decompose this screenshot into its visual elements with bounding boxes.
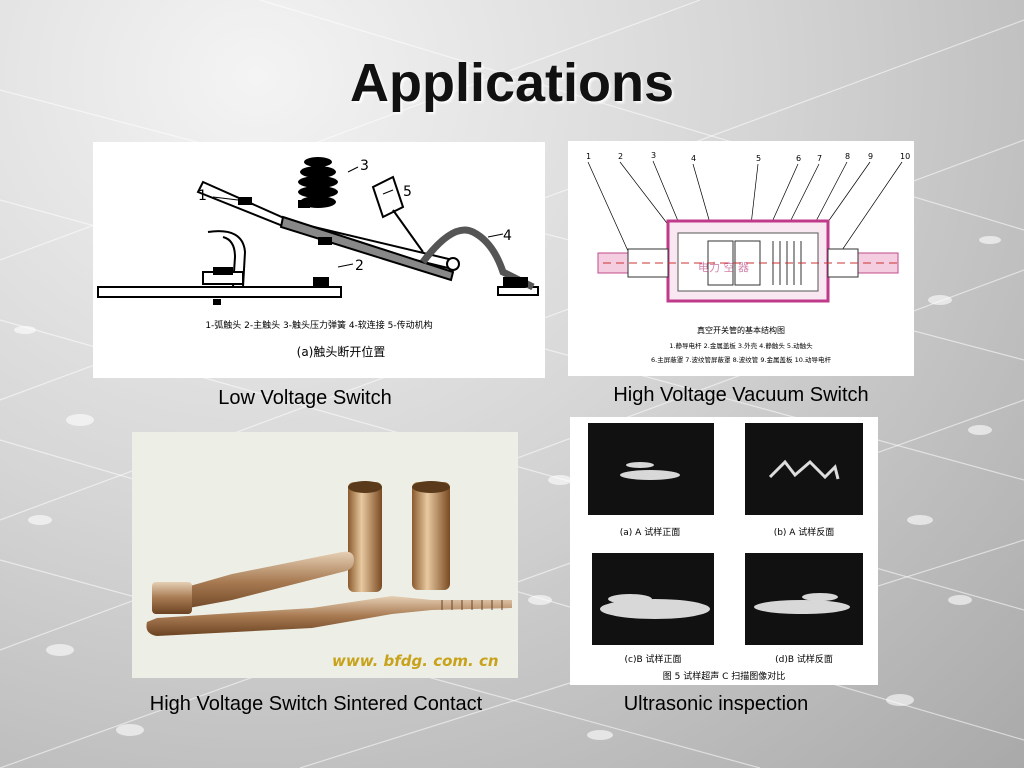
- vac-inner-text: 电力 空 器: [698, 260, 749, 274]
- panel-label-c: (c)B 试样正面: [624, 653, 681, 665]
- caption-ultrasonic-inspection: Ultrasonic inspection: [623, 693, 809, 715]
- ultrasonic-figure-title: 图 5 试样超声 C 扫描图像对比: [663, 670, 785, 682]
- sintered-contact-photo: www. bfdg. com. cn: [132, 432, 518, 678]
- vac-part-1: 1: [586, 152, 591, 161]
- panel-label-b: (b) A 试样反面: [774, 526, 835, 538]
- low-voltage-switch-figure: 1 2 3 4 5 1-弧触头 2-主触头 3-触头压力弹簧 4-软连接 5-传…: [93, 142, 545, 378]
- photo-watermark: www. bfdg. com. cn: [332, 652, 499, 670]
- part-number-1: 1: [198, 188, 207, 204]
- ultrasonic-inspection-figure: (a) A 试样正面 (b) A 试样反面 (c)B 试样正面 (d)B 试样反…: [570, 417, 878, 685]
- vac-legend-line2: 6.主屏蔽罩 7.波纹管屏蔽罩 8.波纹管 9.金属盖板 10.动导电杆: [651, 355, 831, 364]
- vac-part-3: 3: [651, 151, 656, 160]
- figure-legend: 1-弧触头 2-主触头 3-触头压力弹簧 4-软连接 5-传动机构: [205, 319, 432, 331]
- vac-legend-line1: 1.静导电杆 2.金属盖板 3.外壳 4.静触头 5.动触头: [669, 341, 813, 350]
- caption-low-voltage-switch: Low Voltage Switch: [218, 387, 392, 409]
- vac-part-5: 5: [756, 154, 761, 163]
- caption-sintered-contact: High Voltage Switch Sintered Contact: [149, 693, 483, 715]
- part-number-3: 3: [360, 158, 369, 174]
- vac-part-9: 9: [868, 152, 873, 161]
- vac-part-10: 10: [900, 152, 910, 161]
- figure-subcaption: (a)触头断开位置: [297, 344, 386, 359]
- slide-title: Applications: [349, 53, 675, 113]
- panel-label-d: (d)B 试样反面: [775, 653, 833, 665]
- part-number-4: 4: [503, 228, 512, 244]
- vac-part-2: 2: [618, 152, 623, 161]
- vac-figure-title: 真空开关管的基本结构图: [697, 325, 785, 335]
- vac-part-7: 7: [817, 154, 822, 163]
- vacuum-switch-figure: 1 2 3 4 5 6 7 8 9 10: [568, 141, 914, 376]
- vac-part-4: 4: [691, 154, 696, 163]
- vac-part-6: 6: [796, 154, 801, 163]
- panel-label-a: (a) A 试样正面: [620, 526, 680, 538]
- caption-high-voltage-vacuum-switch: High Voltage Vacuum Switch: [613, 384, 869, 406]
- vac-part-8: 8: [845, 152, 850, 161]
- part-number-2: 2: [355, 258, 364, 274]
- part-number-5: 5: [403, 184, 412, 200]
